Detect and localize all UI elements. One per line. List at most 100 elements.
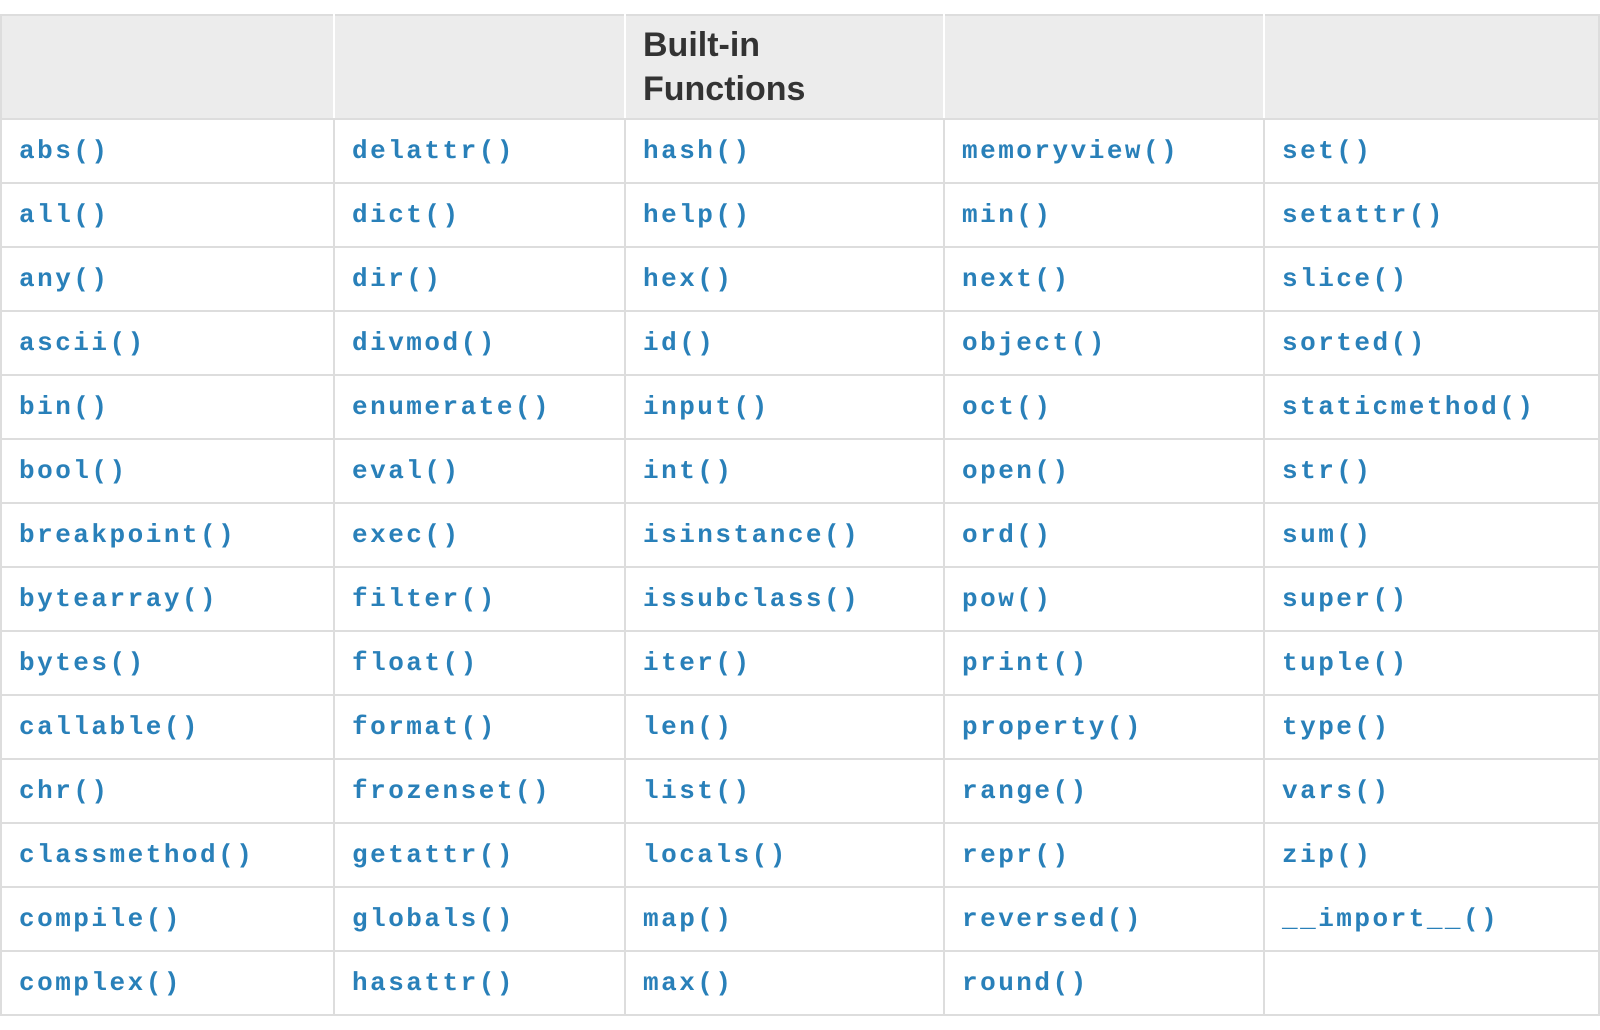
function-link-round[interactable]: round() [962,968,1089,998]
function-link-breakpoint[interactable]: breakpoint() [19,520,237,550]
function-link-hash[interactable]: hash() [643,136,752,166]
function-link-repr[interactable]: repr() [962,840,1071,870]
function-link-abs[interactable]: abs() [19,136,110,166]
function-link-object[interactable]: object() [962,328,1107,358]
function-link-print[interactable]: print() [962,648,1089,678]
function-link-tuple[interactable]: tuple() [1282,648,1409,678]
function-link-sorted[interactable]: sorted() [1282,328,1427,358]
function-link-__import__[interactable]: __import__() [1282,904,1500,934]
function-link-id[interactable]: id() [643,328,716,358]
function-link-len[interactable]: len() [643,712,734,742]
function-link-setattr[interactable]: setattr() [1282,200,1445,230]
function-link-set[interactable]: set() [1282,136,1373,166]
function-link-min[interactable]: min() [962,200,1053,230]
function-link-filter[interactable]: filter() [352,584,497,614]
function-link-input[interactable]: input() [643,392,770,422]
table-cell: iter() [624,630,945,696]
function-link-complex[interactable]: complex() [19,968,182,998]
function-link-all[interactable]: all() [19,200,110,230]
function-link-range[interactable]: range() [962,776,1089,806]
function-link-property[interactable]: property() [962,712,1144,742]
function-link-enumerate[interactable]: enumerate() [352,392,552,422]
table-cell: reversed() [943,886,1265,952]
function-link-frozenset[interactable]: frozenset() [352,776,552,806]
function-link-bool[interactable]: bool() [19,456,128,486]
function-link-pow[interactable]: pow() [962,584,1053,614]
table-row: any() dir() hex() next() slice() [0,246,1600,312]
table-cell: pow() [943,566,1265,632]
table-cell: __import__() [1263,886,1600,952]
table-cell: sum() [1263,502,1600,568]
table-cell: compile() [0,886,335,952]
function-link-callable[interactable]: callable() [19,712,201,742]
function-link-slice[interactable]: slice() [1282,264,1409,294]
function-link-str[interactable]: str() [1282,456,1373,486]
function-link-ascii[interactable]: ascii() [19,328,146,358]
function-link-staticmethod[interactable]: staticmethod() [1282,392,1536,422]
function-link-divmod[interactable]: divmod() [352,328,497,358]
table-cell: sorted() [1263,310,1600,376]
table-row: callable() format() len() property() type() [0,694,1600,760]
function-link-list[interactable]: list() [643,776,752,806]
table-cell: repr() [943,822,1265,888]
table-row: all() dict() help() min() setattr() [0,182,1600,248]
function-link-oct[interactable]: oct() [962,392,1053,422]
function-link-bytes[interactable]: bytes() [19,648,146,678]
function-link-iter[interactable]: iter() [643,648,752,678]
function-link-issubclass[interactable]: issubclass() [643,584,861,614]
table-body: abs() delattr() hash() memoryview() set() all… [0,118,1600,1016]
function-link-getattr[interactable]: getattr() [352,840,515,870]
function-link-next[interactable]: next() [962,264,1071,294]
builtin-functions-table: Built-in Functions abs() delattr() hash() m… [0,14,1600,1016]
table-row: breakpoint() exec() isinstance() ord() sum() [0,502,1600,568]
table-cell: str() [1263,438,1600,504]
table-cell: memoryview() [943,118,1265,184]
function-link-globals[interactable]: globals() [352,904,515,934]
function-link-memoryview[interactable]: memoryview() [962,136,1180,166]
function-link-delattr[interactable]: delattr() [352,136,515,166]
table-cell: zip() [1263,822,1600,888]
function-link-type[interactable]: type() [1282,712,1391,742]
function-link-open[interactable]: open() [962,456,1071,486]
table-header-row: Built-in Functions [0,14,1600,120]
function-link-bytearray[interactable]: bytearray() [19,584,219,614]
function-link-hex[interactable]: hex() [643,264,734,294]
function-link-help[interactable]: help() [643,200,752,230]
function-link-format[interactable]: format() [352,712,497,742]
table-cell: bin() [0,374,335,440]
table-cell: divmod() [333,310,626,376]
function-link-exec[interactable]: exec() [352,520,461,550]
function-link-max[interactable]: max() [643,968,734,998]
function-link-reversed[interactable]: reversed() [962,904,1144,934]
table-cell-empty [1263,950,1600,1016]
function-link-ord[interactable]: ord() [962,520,1053,550]
function-link-dir[interactable]: dir() [352,264,443,294]
function-link-compile[interactable]: compile() [19,904,182,934]
function-link-classmethod[interactable]: classmethod() [19,840,255,870]
table-cell: exec() [333,502,626,568]
function-link-locals[interactable]: locals() [643,840,788,870]
table-cell: bytearray() [0,566,335,632]
function-link-sum[interactable]: sum() [1282,520,1373,550]
function-link-float[interactable]: float() [352,648,479,678]
table-cell: help() [624,182,945,248]
function-link-chr[interactable]: chr() [19,776,110,806]
function-link-eval[interactable]: eval() [352,456,461,486]
table-cell: type() [1263,694,1600,760]
table-cell: hash() [624,118,945,184]
function-link-map[interactable]: map() [643,904,734,934]
function-link-vars[interactable]: vars() [1282,776,1391,806]
header-cell-empty-4 [1263,14,1600,120]
function-link-any[interactable]: any() [19,264,110,294]
function-link-int[interactable]: int() [643,456,734,486]
table-cell: callable() [0,694,335,760]
table-cell: id() [624,310,945,376]
function-link-hasattr[interactable]: hasattr() [352,968,515,998]
function-link-zip[interactable]: zip() [1282,840,1373,870]
function-link-super[interactable]: super() [1282,584,1409,614]
function-link-isinstance[interactable]: isinstance() [643,520,861,550]
table-cell: getattr() [333,822,626,888]
table-cell: max() [624,950,945,1016]
function-link-dict[interactable]: dict() [352,200,461,230]
function-link-bin[interactable]: bin() [19,392,110,422]
